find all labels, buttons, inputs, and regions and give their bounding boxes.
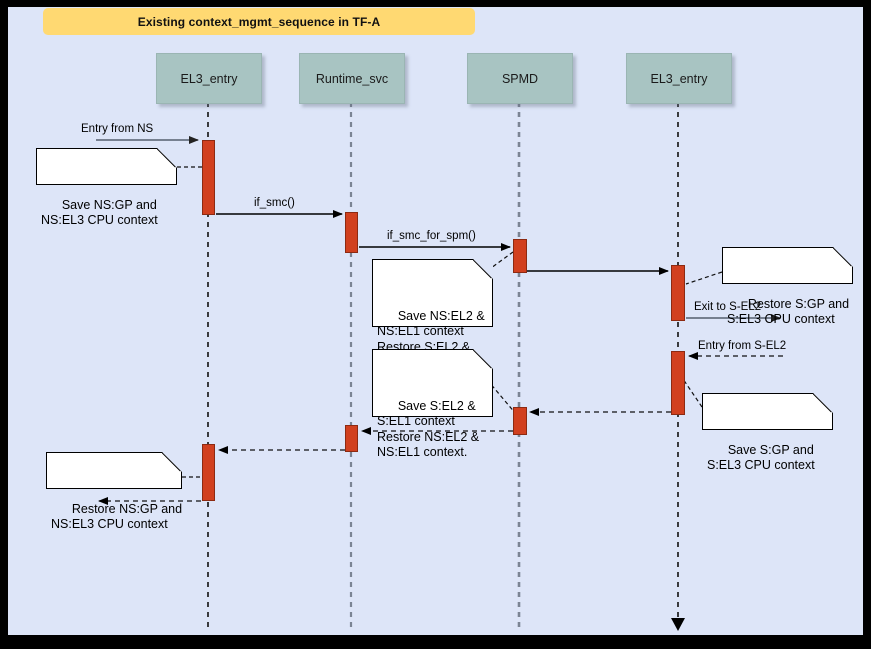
lifeline-head-el3-entry-left[interactable]: EL3_entry bbox=[156, 53, 262, 104]
lifeline-label: Runtime_svc bbox=[315, 71, 389, 86]
note-fold-edge-icon bbox=[833, 247, 853, 267]
activation-bar-runtime-svc-2 bbox=[345, 425, 358, 452]
activation-bar-el3-entry-left-2 bbox=[202, 444, 215, 501]
note-restore-ns-gp: Restore NS:GP and NS:EL3 CPU context bbox=[46, 452, 182, 531]
note-restore-s-gp: Restore S:GP and S:EL3 CPU context bbox=[722, 247, 853, 326]
lifeline-head-runtime-svc[interactable]: Runtime_svc bbox=[299, 53, 405, 104]
activation-bar-el3-entry-right-2 bbox=[671, 351, 685, 415]
message-label-if-smc: if_smc() bbox=[252, 197, 297, 209]
note-text: Restore NS:GP and NS:EL3 CPU context bbox=[51, 501, 183, 532]
connector-restore-s-gp bbox=[685, 271, 723, 285]
message-label-entry-from-ns: Entry from NS bbox=[79, 123, 156, 135]
note-fold-edge-icon bbox=[162, 452, 182, 472]
note-save-s-gp: Save S:GP and S:EL3 CPU context bbox=[702, 393, 833, 472]
message-label-exit-to-s-el2: Exit to S-EL2 bbox=[692, 301, 764, 313]
lifeline-end-arrow-icon bbox=[671, 618, 685, 631]
lifeline-label: EL3_entry bbox=[650, 71, 708, 86]
lifeline-head-spmd[interactable]: SPMD bbox=[467, 53, 573, 104]
note-save-ns-el2: Save NS:EL2 & NS:EL1 context Restore S:E… bbox=[372, 259, 493, 369]
lifeline-label: SPMD bbox=[501, 71, 539, 86]
lifeline-head-el3-entry-right[interactable]: EL3_entry bbox=[626, 53, 732, 104]
activation-bar-runtime-svc-1 bbox=[345, 212, 358, 253]
diagram-title-bar: Existing context_mgmt_sequence in TF-A bbox=[43, 8, 475, 35]
sequence-diagram: Existing context_mgmt_sequence in TF-A bbox=[8, 7, 863, 635]
message-label-if-smc-for-spm: if_smc_for_spm() bbox=[385, 230, 478, 242]
note-save-ns-gp: Save NS:GP and NS:EL3 CPU context bbox=[36, 148, 177, 227]
connector-save-s-gp bbox=[682, 378, 703, 408]
note-text: Restore S:GP and S:EL3 CPU context bbox=[727, 296, 850, 327]
note-text: Save S:EL2 & S:EL1 context Restore NS:EL… bbox=[377, 398, 480, 460]
activation-bar-el3-entry-left-1 bbox=[202, 140, 215, 215]
note-text: Save NS:GP and NS:EL3 CPU context bbox=[41, 197, 158, 228]
note-save-s-el2: Save S:EL2 & S:EL1 context Restore NS:EL… bbox=[372, 349, 493, 459]
message-label-entry-from-s-el2: Entry from S-EL2 bbox=[696, 340, 789, 352]
note-fold-edge-icon bbox=[473, 349, 493, 369]
activation-bar-el3-entry-right-1 bbox=[671, 265, 685, 321]
page-title: Existing context_mgmt_sequence in TF-A bbox=[137, 14, 381, 29]
activation-bar-spmd-2 bbox=[513, 407, 527, 435]
note-fold-edge-icon bbox=[473, 259, 493, 279]
note-fold-edge-icon bbox=[157, 148, 177, 168]
note-fold-edge-icon bbox=[813, 393, 833, 413]
lifeline-label: EL3_entry bbox=[180, 71, 238, 86]
note-text: Save S:GP and S:EL3 CPU context bbox=[707, 442, 815, 473]
activation-bar-spmd-1 bbox=[513, 239, 527, 273]
